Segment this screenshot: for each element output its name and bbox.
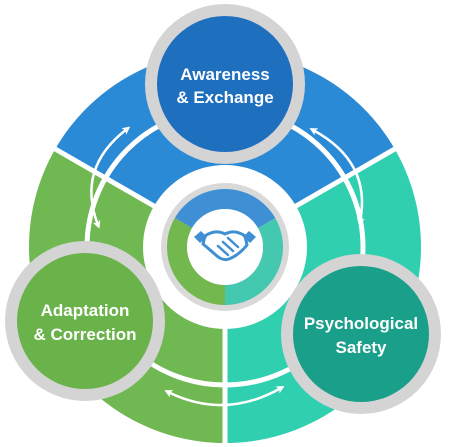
connector-arrow-awareness-adaptation xyxy=(90,126,131,229)
hub-segment-adaptation xyxy=(167,218,225,305)
node-safety-label-line1: Psychological xyxy=(304,314,418,333)
connector-arrow-awareness-safety xyxy=(309,128,365,226)
node-awareness-exchange: Awareness & Exchange xyxy=(145,4,305,164)
node-awareness-label-line2: & Exchange xyxy=(176,88,273,107)
node-psychological-safety: Psychological Safety xyxy=(281,254,441,414)
node-adaptation-fill xyxy=(17,253,153,389)
node-adaptation-correction: Adaptation & Correction xyxy=(5,241,165,401)
connector-arrow-adaptation-safety xyxy=(164,386,285,407)
node-awareness-fill xyxy=(157,16,293,152)
node-safety-fill xyxy=(293,266,429,402)
node-safety-label-line2: Safety xyxy=(335,338,387,357)
hub-center xyxy=(187,209,263,285)
node-adaptation-label-line2: & Correction xyxy=(34,325,137,344)
handshake-icon xyxy=(194,230,256,262)
hub-segment-safety xyxy=(225,218,283,305)
node-adaptation-label-line1: Adaptation xyxy=(41,301,130,320)
hub-segment-awareness xyxy=(174,189,276,228)
node-awareness-label-line1: Awareness xyxy=(180,65,269,84)
